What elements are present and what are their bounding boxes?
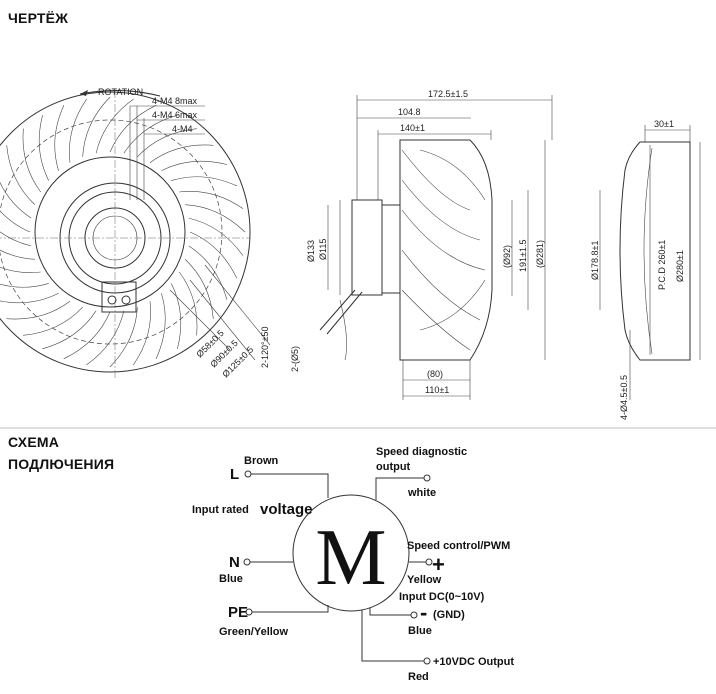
holes-8max-label: 4-M4 8max: [152, 96, 198, 106]
fan-blade: [179, 191, 244, 209]
fan-blade: [109, 307, 138, 368]
pe-terminal-label: PE: [228, 604, 248, 621]
fan-blade: [185, 204, 246, 233]
d115-label: Ø115: [318, 239, 328, 260]
motor-symbol: M: [315, 514, 386, 602]
minus-sign: -: [420, 600, 427, 625]
fan-blade: [184, 259, 214, 319]
fan-blade: [123, 114, 178, 154]
plus-sign: +: [432, 552, 445, 577]
n-terminal-label: N: [229, 554, 240, 571]
h191-label: 191±1.5: [518, 240, 528, 272]
blade-set: [0, 96, 246, 368]
fan-blade: [171, 176, 238, 187]
holes-6max-label: 4-M4 6max: [152, 110, 198, 120]
drawing-heading: ЧЕРТЁЖ: [8, 10, 69, 26]
yellow-wire-label: Yellow: [407, 574, 442, 586]
n-blue-wire-label: Blue: [219, 573, 243, 585]
fan-blade: [0, 266, 41, 273]
w30-label: 30±1: [654, 119, 674, 129]
gnd-blue-wire-label: Blue: [408, 625, 432, 637]
speed-diagnostic-label-2: output: [376, 461, 411, 473]
fan-blade: [109, 104, 157, 153]
fan-blade: [149, 144, 214, 163]
fan-blade: [54, 104, 65, 171]
out-10v-label: +10VDC Output: [433, 656, 514, 668]
fan-blade: [95, 98, 134, 154]
rotation-label: ROTATION: [98, 87, 143, 97]
fan-blade: [22, 128, 41, 193]
fan-blade: [0, 231, 32, 247]
w80-label: (80): [427, 369, 443, 379]
fan-blade: [86, 310, 125, 366]
fan-blade: [0, 293, 59, 304]
fan-blade: [0, 283, 49, 288]
w110-label: 110±1: [425, 385, 449, 395]
voltage-label: voltage: [260, 501, 313, 518]
input-dc-label: Input DC(0~10V): [399, 591, 485, 603]
side-view: 172.5±1.5 104.8 140±1 Ø133 Ø115 (Ø92) 19…: [290, 89, 553, 400]
holes-m4-label: 4-M4: [172, 124, 193, 134]
fan-blade: [133, 301, 151, 366]
fan-blade: [179, 271, 198, 336]
fan-blade: [161, 160, 228, 171]
fan-blade: [63, 311, 111, 360]
fan-blade: [188, 217, 244, 256]
d281-label: (Ø281): [535, 240, 545, 268]
motor-circle: [292, 494, 410, 612]
d133-label: Ø133: [306, 240, 316, 262]
fan-blade: [189, 231, 238, 279]
fan-blade: [0, 249, 35, 260]
w104-label: 104.8: [398, 107, 421, 117]
scheme-heading-line1: СХЕМА: [8, 434, 60, 450]
red-wire-label: Red: [408, 671, 429, 683]
speed-diagnostic-label-1: Speed diagnostic: [376, 446, 467, 458]
fan-blade: [0, 181, 32, 219]
angle-label: 2-120°±50: [260, 326, 270, 368]
fan-blade: [69, 98, 87, 163]
fan-blade: [0, 210, 31, 233]
w140-label: 140±1: [400, 123, 425, 133]
white-wire-label: white: [407, 487, 436, 499]
d280-label: Ø280±1: [675, 250, 685, 282]
wiring-diagram: M L Brown Input rated voltage N Blue PE …: [192, 446, 514, 683]
pcd-label: P.C.D 260±1: [657, 240, 667, 290]
w172-label: 172.5±1.5: [428, 89, 468, 99]
fan-blade: [23, 306, 83, 336]
fan-blade: [6, 145, 36, 205]
fan-blade: [171, 283, 182, 350]
fan-blade: [6, 301, 71, 320]
d178-label: Ø178.8±1: [590, 241, 600, 280]
l-terminal-label: L: [230, 466, 239, 483]
speed-control-label: Speed control/PWM: [407, 540, 510, 552]
fan-blade: [42, 310, 97, 350]
d92-label: (Ø92): [502, 245, 512, 268]
brown-wire-label: Brown: [244, 455, 279, 467]
green-yellow-wire-label: Green/Yellow: [219, 626, 289, 638]
front-view: ROTATION 4-M4 8max 4-M4 6max 4-M4 Ø58±0.…: [0, 87, 271, 380]
end-view: 30±1 Ø178.8±1 P.C.D 260±1 Ø280±1 4-Ø4.5±…: [590, 119, 701, 420]
fan-blade: [137, 128, 197, 158]
holes-45-label: 4-Ø4.5±0.5: [619, 375, 629, 420]
fan-blade: [38, 114, 49, 181]
fan-blade: [155, 293, 166, 360]
fan-blade: [188, 245, 228, 300]
b85-label: 2-(Ø5): [290, 346, 300, 372]
input-rated-label: Input rated: [192, 504, 249, 516]
fan-blade: [82, 96, 111, 157]
scheme-heading-line2: ПОДЛЮЧЕНИЯ: [8, 456, 115, 472]
gnd-label: (GND): [433, 609, 465, 621]
